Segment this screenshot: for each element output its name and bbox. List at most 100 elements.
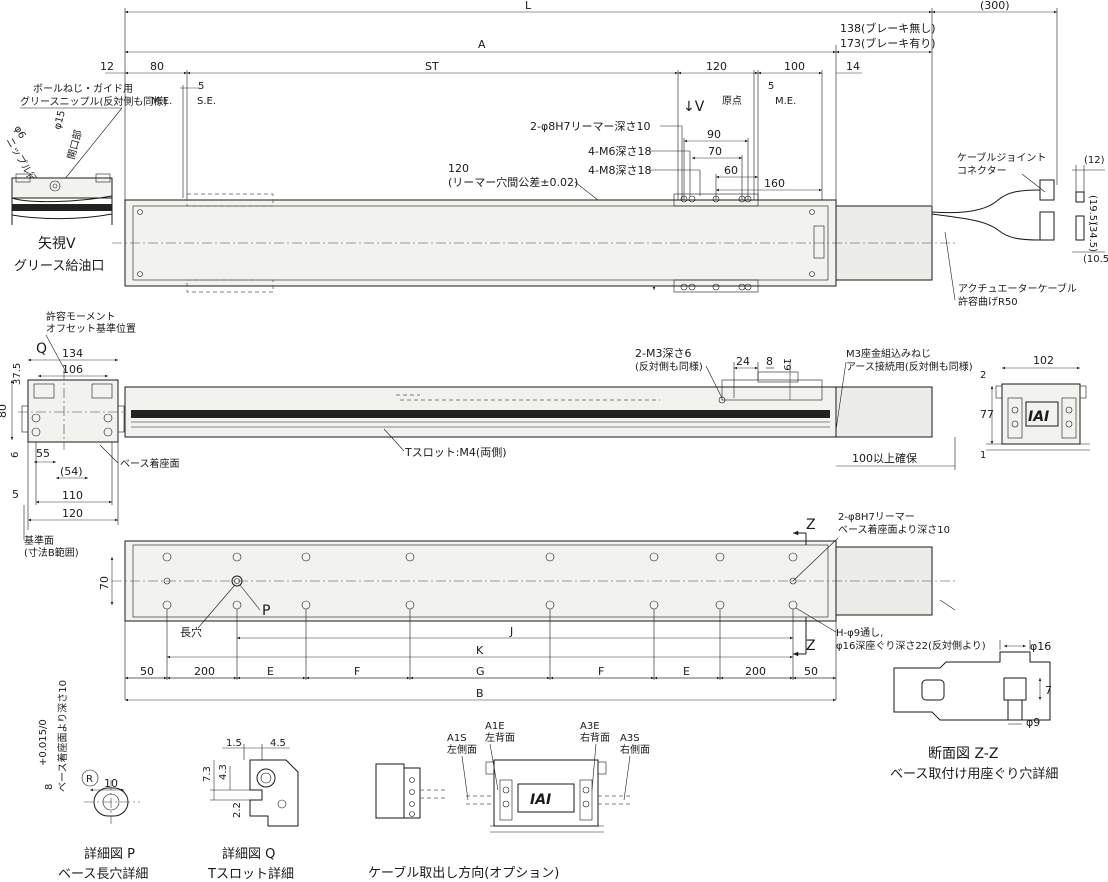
seg-200-left: 200	[194, 665, 215, 678]
opening-label: 開口部	[64, 128, 84, 160]
bend-note-2: 許容曲げR50	[958, 295, 1018, 308]
grease-note-1: ボールねじ・ガイド用	[33, 83, 133, 95]
bottom-dim-70: 70	[98, 576, 111, 590]
section-dim-phi9: φ9	[1026, 716, 1040, 729]
end-dim-110: 110	[62, 489, 83, 502]
detail-p-depth-note: ベース着座面より深さ10	[56, 680, 69, 792]
motor-end-view: 102 2 77 1 IAI	[980, 354, 1090, 461]
dim-L: L	[525, 0, 532, 12]
dim-100: 100	[784, 60, 805, 73]
end-dim-106: 106	[62, 363, 83, 376]
dim-5-left: 5	[198, 81, 204, 92]
dim-K: K	[476, 644, 484, 657]
dim-5-right: 5	[768, 81, 774, 92]
a3s-label: 右側面	[620, 743, 650, 756]
motor-length-no-brake: 138(ブレーキ無し)	[840, 21, 936, 35]
dim-90: 90	[707, 128, 721, 141]
a1s-code: A1S	[447, 733, 467, 744]
dim-60: 60	[724, 164, 738, 177]
reamer-pitch-label: 120	[448, 162, 469, 175]
motor-length-brake: 173(ブレーキ有り)	[840, 36, 936, 50]
m6-note: 4-M6深さ18	[588, 145, 651, 158]
connector-dim-10-5: (10.5)	[1083, 254, 1108, 265]
motor-dim-2: 2	[980, 370, 986, 381]
end-view: 許容モーメント オフセット基準位置 Q 134 106 37.5 80 6 55…	[0, 310, 180, 559]
ref-face-label-2: (寸法B範囲)	[24, 546, 79, 559]
ground-note-2: アース接続用(反対側も同様)	[846, 360, 973, 373]
seg-50-left: 50	[140, 665, 154, 678]
top-view: L (300) 138(ブレーキ無し) 173(ブレーキ有り) A 12 80 …	[100, 0, 1108, 308]
section-z-bottom: Z	[806, 638, 816, 654]
dim-70: 70	[708, 145, 722, 158]
connector-dim-19-5: (19.5)	[1087, 195, 1098, 225]
cable-option-title: ケーブル取出し方向(オプション)	[368, 865, 559, 881]
detail-q-title: 詳細図 Q	[222, 846, 275, 862]
a1s-label: 左側面	[447, 743, 477, 756]
bottom-reamer-note-1: 2-φ8H7リーマー	[838, 512, 915, 523]
end-dim-120: 120	[62, 507, 83, 520]
end-dim-6: 6	[10, 452, 21, 458]
seg-E-left: E	[267, 665, 274, 678]
end-dim-54: (54)	[60, 465, 83, 478]
end-dim-55: 55	[36, 447, 50, 460]
cable-option: A1S 左側面 A1E 左背面 A3E 右背面 A3S 右側面 IAI ケーブル…	[368, 721, 650, 881]
section-dim-phi16: φ16	[1030, 640, 1051, 653]
moment-note-2: オフセット基準位置	[46, 322, 136, 335]
a1e-code: A1E	[485, 721, 505, 732]
motor-logo: IAI	[1028, 409, 1049, 425]
grease-note-2: グリースニップル(反対側も同様)	[20, 95, 167, 108]
dim-120: 120	[706, 60, 727, 73]
detail-p-r-label: R	[86, 774, 93, 785]
dim-14: 14	[846, 60, 860, 73]
cable-option-logo: IAI	[530, 792, 551, 808]
connector-dim-34-5: (34.5)	[1087, 222, 1098, 252]
ref-face-label-1: 基準面	[24, 534, 54, 547]
nipple-label: ニップル径	[3, 135, 39, 185]
detail-q-subtitle: Tスロット詳細	[207, 866, 294, 882]
clearance-note: 100以上確保	[852, 451, 917, 465]
dim-ST: ST	[425, 60, 439, 73]
section-title: 断面図 Z-Z	[928, 746, 998, 762]
end-dim-134: 134	[62, 347, 83, 360]
motor-dim-102: 102	[1033, 354, 1054, 367]
seg-G: G	[476, 665, 485, 678]
seg-50-right: 50	[804, 665, 818, 678]
seg-200-right: 200	[745, 665, 766, 678]
q-label: Q	[36, 341, 47, 357]
side-dim-24: 24	[736, 355, 750, 368]
bottom-view: 70 Z Z 2-φ8H7リーマー ベース着座面より深さ10 P 長穴 H-φ9	[98, 512, 986, 702]
dim-B: B	[476, 687, 484, 700]
side-dim-19: 19	[781, 358, 792, 371]
a3e-label: 右背面	[580, 731, 610, 744]
dim-300: (300)	[980, 0, 1010, 12]
dim-160: 160	[764, 177, 785, 190]
dim-J: J	[509, 625, 513, 638]
view-v-subtitle: グリース給油口	[14, 259, 104, 274]
m8-note: 4-M8深さ18	[588, 164, 651, 177]
slot-label: 長穴	[180, 625, 202, 639]
me-left-label: M.E.	[151, 96, 172, 107]
slider-holes	[680, 195, 752, 291]
bottom-reamer-note-2: ベース着座面より深さ10	[838, 523, 950, 536]
me-right-label: M.E.	[775, 96, 796, 107]
motor-dim-77: 77	[980, 408, 994, 421]
side-view: 2-M3深さ6 (反対側も同様) 24 8 19 M3座金組込みねじ アース接続…	[124, 347, 973, 470]
detail-q-dim-4-5: 4.5	[270, 738, 286, 749]
dim-80: 80	[150, 60, 164, 73]
detail-q-dim-7-3: 7.3	[202, 766, 213, 782]
seg-E-right: E	[683, 665, 690, 678]
end-dim-37-5: 37.5	[12, 363, 23, 385]
cable-joint-label-2: コネクター	[957, 165, 1007, 177]
dim-A: A	[478, 38, 486, 51]
detail-p-title: 詳細図 P	[84, 846, 135, 862]
connector-dim-12: (12)	[1084, 155, 1105, 166]
detail-q-dim-2-2: 2.2	[232, 802, 243, 818]
origin-label: 原点	[722, 95, 742, 107]
view-v-title: 矢視V	[38, 236, 76, 252]
end-dim-80: 80	[0, 404, 9, 418]
bend-note-1: アクチュエーターケーブル	[958, 282, 1077, 295]
end-dim-5: 5	[12, 488, 19, 501]
arrow-v-label: ↓V	[683, 99, 705, 115]
reamer-pitch-tolerance: (リーマー穴間公差±0.02)	[448, 175, 578, 189]
